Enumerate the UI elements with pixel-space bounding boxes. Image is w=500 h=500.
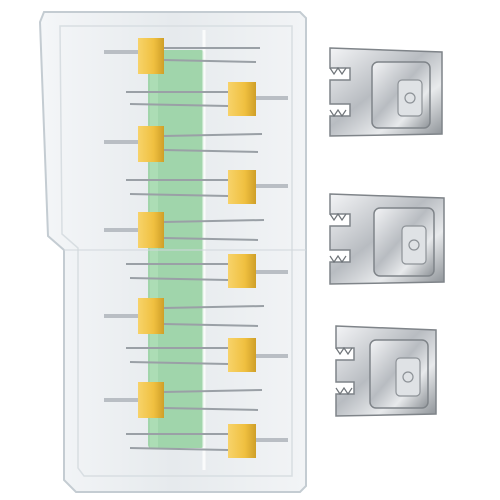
needle: [126, 170, 288, 204]
presser-foot-1: [329, 47, 443, 137]
needle: [104, 38, 260, 74]
needle: [104, 126, 263, 162]
needle: [126, 338, 288, 372]
presser-foot-icon: [329, 47, 445, 417]
needle: [104, 382, 263, 418]
needle-case-icon: [38, 11, 307, 493]
presser-foot-2: [329, 193, 445, 285]
needle: [126, 82, 288, 116]
needle: [104, 212, 265, 248]
needle: [126, 254, 288, 288]
needle: [126, 424, 288, 458]
needles-left: [104, 38, 265, 418]
presser-foot-3: [335, 325, 437, 417]
needles-right: [126, 82, 288, 458]
needle: [104, 298, 265, 334]
